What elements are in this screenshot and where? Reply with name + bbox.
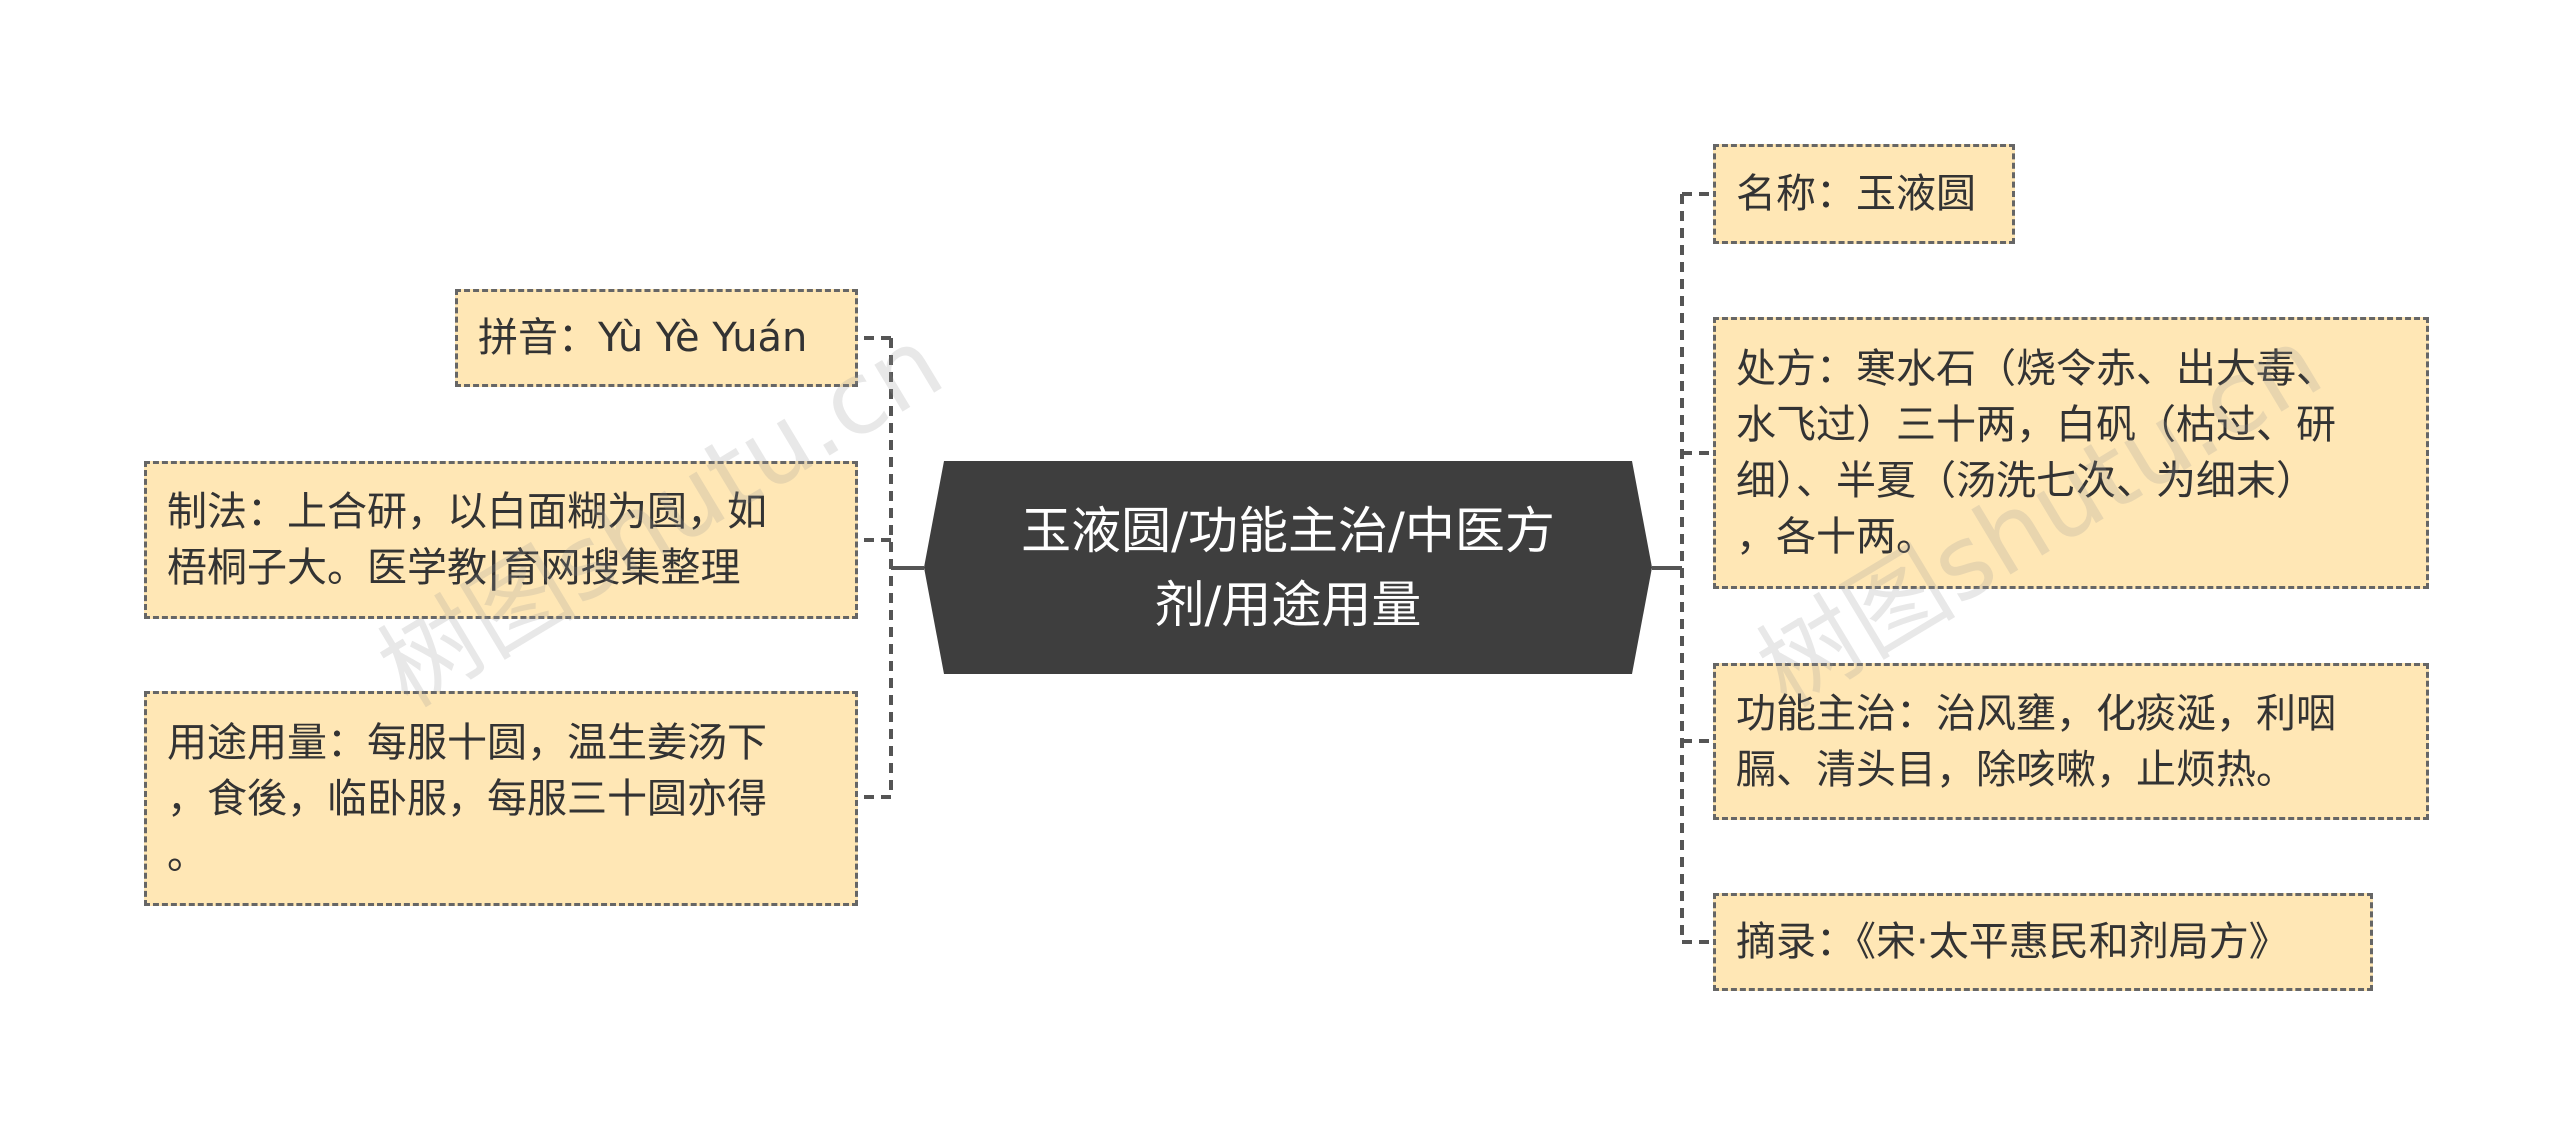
node-text-line: ，各十两。 [1736,514,1936,560]
node-text-line: 水飞过）三十两，白矾（枯过、研 [1736,402,2336,448]
node-text-line: 拼音：Yù Yè Yuán [478,315,808,361]
node-name[interactable]: 名称：玉液圆 [1713,144,2015,244]
node-text-line: 梧桐子大。医学教|育网搜集整理 [167,545,741,591]
node-source-excerpt[interactable]: 摘录：《宋·太平惠民和剂局方》 [1713,893,2373,991]
node-text-line: 处方：寒水石（烧令赤、出大毒、 [1736,346,2336,392]
node-prescription[interactable]: 处方：寒水石（烧令赤、出大毒、 水飞过）三十两，白矾（枯过、研 细）、半夏（汤洗… [1713,317,2429,589]
node-text-line: 制法：上合研，以白面糊为圆，如 [167,489,767,535]
central-topic-line: 玉液圆/功能主治/中医方 [1021,501,1555,560]
node-text-line: 细）、半夏（汤洗七次、为细末） [1736,458,2316,504]
node-text-line: 功能主治：治风壅，化痰涎，利咽 [1736,690,2336,737]
node-text-line: 名称：玉液圆 [1736,171,1976,217]
central-topic-node[interactable]: 玉液圆/功能主治/中医方 剂/用途用量 [924,461,1652,674]
node-preparation-method[interactable]: 制法：上合研，以白面糊为圆，如 梧桐子大。医学教|育网搜集整理 [144,461,858,619]
node-text-line: 。 [167,831,207,878]
node-text-line: 用途用量：每服十圆，温生姜汤下 [167,719,767,766]
node-text-line: 摘录：《宋·太平惠民和剂局方》 [1736,919,2289,965]
node-text-line: 膈、清头目，除咳嗽，止烦热。 [1736,746,2296,793]
node-usage-dosage[interactable]: 用途用量：每服十圆，温生姜汤下 ，食後，临卧服，每服三十圆亦得 。 [144,691,858,906]
node-pinyin[interactable]: 拼音：Yù Yè Yuán [455,289,858,387]
central-topic-line: 剂/用途用量 [1154,575,1422,634]
node-text-line: ，食後，临卧服，每服三十圆亦得 [167,775,767,822]
node-functions-indications[interactable]: 功能主治：治风壅，化痰涎，利咽 膈、清头目，除咳嗽，止烦热。 [1713,663,2429,820]
